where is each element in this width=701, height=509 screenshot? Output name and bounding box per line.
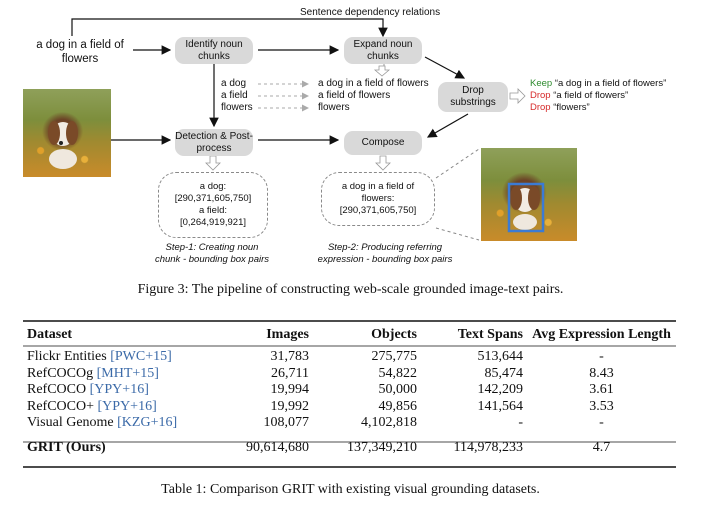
chunk-list: a dog a field flowers	[221, 78, 253, 114]
images-cell: 26,711	[271, 365, 309, 381]
objects-cell: 4,102,818	[361, 415, 417, 431]
result-row: Drop “a field of flowers”	[530, 90, 666, 102]
result-list: Keep “a dog in a field of flowers” Drop …	[530, 78, 666, 114]
col-avg-length: Avg Expression Length	[532, 326, 671, 342]
chunk-item: a dog	[221, 78, 247, 89]
objects-cell: 137,349,210	[347, 439, 417, 455]
box-line: [0,264,919,921]	[179, 217, 247, 228]
result-text: “a field of flowers”	[553, 90, 629, 101]
images-cell: 19,994	[270, 382, 310, 398]
dataset-name: RefCOCOg	[27, 365, 97, 381]
table-row: RefCOCO [YPY+16] 19,994 50,000 142,209 3…	[23, 382, 676, 399]
chunk-item: flowers	[221, 102, 253, 113]
expanded-item: a dog in a field of flowers	[318, 78, 429, 89]
chunk-box-pairs: a dog: [290,371,605,750] a field: [0,264…	[158, 172, 268, 238]
images-cell: 90,614,680	[246, 439, 309, 455]
dataset-name: Flickr Entities	[27, 349, 111, 365]
citation-link[interactable]: [PWC+15]	[110, 349, 172, 365]
objects-cell: 49,856	[378, 398, 418, 414]
detection-node: Detection & Post-process	[175, 129, 253, 156]
chunk-item: a field	[221, 90, 248, 101]
objects-cell: 54,822	[378, 365, 418, 381]
step1-caption: Step-1: Creating noun chunk - bounding b…	[140, 242, 284, 266]
col-images: Images	[266, 326, 309, 342]
spans-cell: 141,564	[477, 398, 524, 414]
result-text: “flowers”	[553, 102, 590, 113]
result-text: “a dog in a field of flowers”	[554, 78, 667, 89]
avg-cell: 3.53	[589, 398, 614, 414]
box-line: [290,371,605,750]	[174, 193, 252, 204]
table-rules	[23, 320, 676, 468]
dependency-label: Sentence dependency relations	[300, 7, 441, 18]
avg-cell: 8.43	[589, 365, 614, 381]
result-row: Drop “flowers”	[530, 102, 666, 114]
citation-link[interactable]: [YPY+16]	[89, 382, 149, 398]
grounded-photo	[481, 148, 577, 241]
dataset-name: GRIT (Ours)	[27, 439, 106, 455]
table-row: RefCOCO+ [YPY+16] 19,992 49,856 141,564 …	[23, 399, 676, 416]
box-line: a dog:	[199, 181, 227, 192]
keep-tag: Keep	[530, 78, 553, 89]
drop-tag: Drop	[530, 102, 551, 113]
table-row: RefCOCOg [MHT+15] 26,711 54,822 85,474 8…	[23, 366, 676, 383]
avg-cell: 4.7	[592, 439, 611, 455]
col-text-spans: Text Spans	[457, 326, 523, 342]
datasets-table: Dataset Images Objects Text Spans Avg Ex…	[23, 324, 676, 458]
expand-noun-chunks-node: Expand noun chunks	[344, 37, 422, 64]
expanded-item: flowers	[318, 102, 350, 113]
images-cell: 108,077	[263, 415, 310, 431]
citation-link[interactable]: [KZG+16]	[117, 415, 178, 431]
avg-cell: -	[599, 415, 604, 431]
drop-substrings-node: Drop substrings	[438, 82, 508, 112]
compose-node: Compose	[344, 131, 422, 155]
table-row: Visual Genome [KZG+16] 108,077 4,102,818…	[23, 415, 676, 432]
table-row-ours: GRIT (Ours) 90,614,680 137,349,210 114,9…	[23, 432, 676, 458]
step2-line: Step-2: Producing referring	[327, 242, 443, 253]
table-row: Flickr Entities [PWC+15] 31,783 275,775 …	[23, 345, 676, 366]
drop-tag: Drop	[530, 90, 551, 101]
citation-link[interactable]: [YPY+16]	[97, 398, 157, 414]
objects-cell: 275,775	[371, 349, 418, 365]
expression-box-pairs: a dog in a field of flowers: [290,371,60…	[321, 172, 435, 226]
box-line: [290,371,605,750]	[339, 205, 417, 216]
source-photo	[23, 89, 111, 177]
avg-cell: 3.61	[589, 382, 614, 398]
expanded-list: a dog in a field of flowers a field of f…	[318, 78, 429, 114]
spans-cell: -	[518, 415, 523, 431]
images-cell: 31,783	[270, 349, 310, 365]
input-caption: a dog in a field of flowers	[36, 39, 124, 65]
dataset-name: Visual Genome	[27, 415, 118, 431]
bounding-box	[507, 182, 545, 233]
step2-line: expression - bounding box pairs	[317, 254, 453, 265]
box-line: flowers:	[361, 193, 395, 204]
avg-cell: -	[599, 349, 604, 365]
table-header-row: Dataset Images Objects Text Spans Avg Ex…	[23, 324, 676, 345]
images-cell: 19,992	[270, 398, 310, 414]
figure-connectors	[71, 18, 526, 241]
identify-noun-chunks-node: Identify noun chunks	[175, 37, 253, 64]
dataset-name: RefCOCO	[27, 382, 90, 398]
spans-cell: 114,978,233	[453, 439, 523, 455]
box-line: a dog in a field of	[341, 181, 415, 192]
spans-cell: 513,644	[477, 349, 524, 365]
spans-cell: 142,209	[477, 382, 524, 398]
table-caption: Table 1: Comparison GRIT with existing v…	[161, 482, 540, 497]
expanded-item: a field of flowers	[318, 90, 391, 101]
figure-caption: Figure 3: The pipeline of constructing w…	[137, 282, 564, 297]
objects-cell: 50,000	[378, 382, 418, 398]
col-dataset: Dataset	[27, 326, 73, 342]
col-objects: Objects	[371, 326, 417, 342]
step2-caption: Step-2: Producing referring expression -…	[305, 242, 465, 266]
box-line: a field:	[199, 205, 227, 216]
result-row: Keep “a dog in a field of flowers”	[530, 78, 666, 90]
dataset-name: RefCOCO+	[27, 398, 98, 414]
step1-line: chunk - bounding box pairs	[154, 254, 270, 265]
citation-link[interactable]: [MHT+15]	[96, 365, 159, 381]
step1-line: Step-1: Creating noun	[165, 242, 259, 253]
spans-cell: 85,474	[484, 365, 524, 381]
